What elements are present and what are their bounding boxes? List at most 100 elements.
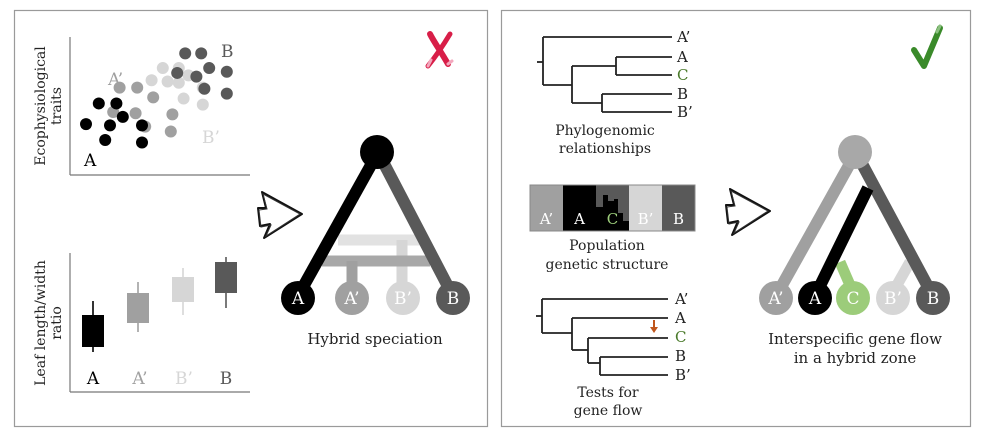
branch-A-prime xyxy=(770,157,858,299)
phylogenomic-tip-labels: A’ A C B B’ xyxy=(676,28,693,121)
gene-flow-caption-line1: Tests for xyxy=(577,385,639,401)
scatter-point-b xyxy=(203,62,216,75)
structure-label: A’ xyxy=(539,210,553,228)
tree2-tip-B: B xyxy=(675,347,686,365)
right-leaves: A’ A C B’ B xyxy=(759,281,950,315)
leaf-label: B xyxy=(927,289,940,309)
scatter-point-b xyxy=(195,47,208,60)
root-node xyxy=(838,135,872,169)
scatter-point-a-prime xyxy=(113,81,126,94)
structure-caption-line1: Population xyxy=(569,238,645,254)
scatter-point-a xyxy=(110,97,123,110)
scatter-label-A-prime: A’ xyxy=(107,70,123,90)
scatter-point-b-prime xyxy=(177,92,190,105)
leaf-node-a xyxy=(798,281,832,315)
leaf-label: A xyxy=(808,289,822,309)
hybrid-speciation-title: Hybrid speciation xyxy=(307,330,443,348)
scatter-point-a xyxy=(136,136,148,149)
boxplot-tick-B: B xyxy=(220,369,233,389)
gene-flow-diagram: A’ A C B’ B Interspecific gene flow in a hyb… xyxy=(759,135,950,367)
scatter-point-a-prime xyxy=(147,91,160,104)
branch-B xyxy=(854,157,939,299)
structure-label: C xyxy=(607,210,618,228)
phylogenomic-tree xyxy=(537,36,672,113)
scatter-point-b xyxy=(198,82,211,95)
leaf-node-c xyxy=(836,281,870,315)
scatter-point-b-prime xyxy=(145,74,158,87)
box-plot: Leaf length/width ratio A A’ B’ B xyxy=(33,253,250,393)
gene-flow-title-line1: Interspecific gene flow xyxy=(768,330,942,348)
branch-A xyxy=(292,153,382,299)
structure-border xyxy=(529,184,696,232)
scatter-point-a-prime xyxy=(166,108,179,121)
scatter-point-b-prime xyxy=(156,62,169,75)
leaf-node-a-prime xyxy=(759,281,793,315)
tree1-tip-B: B xyxy=(677,85,688,103)
boxplot-tick-A-prime: A’ xyxy=(131,369,147,389)
gene-flow-caption-line2: gene flow xyxy=(574,403,643,419)
boxplot-boxes xyxy=(82,257,237,352)
leaf-node-b xyxy=(916,281,950,315)
right-panel-border xyxy=(500,9,972,428)
tree1-tip-A: A xyxy=(676,48,688,66)
boxplot-ylabel-line1: Leaf length/width xyxy=(33,260,49,386)
phylogenomic-caption-line2: relationships xyxy=(559,141,651,157)
scatter-plot: Ecophysiological traits A A’ B’ B xyxy=(33,37,250,176)
scatter-point-a-prime xyxy=(129,107,142,120)
branch-B xyxy=(374,153,459,299)
leaf-label: B’ xyxy=(394,289,412,309)
boxplot-tick-B-prime: B’ xyxy=(175,369,193,389)
check-mark-icon xyxy=(911,24,943,69)
left-panel: Ecophysiological traits A A’ B’ B Leaf l… xyxy=(13,9,489,428)
boxplot-box xyxy=(215,262,237,293)
gene-flow-arrow-icon xyxy=(650,320,658,333)
leaf-label: C xyxy=(846,289,859,309)
scatter-points xyxy=(80,47,233,149)
structure-segment-b xyxy=(662,185,695,231)
tree1-tip-C: C xyxy=(677,66,688,84)
leaf-label: B’ xyxy=(884,289,902,309)
tree2-tip-C: C xyxy=(675,328,686,346)
leaf-label: A’ xyxy=(343,289,359,309)
scatter-point-a xyxy=(99,134,112,147)
admixture-profile xyxy=(596,195,629,231)
structure-label: A xyxy=(573,210,585,228)
tree2-tip-B-prime: B’ xyxy=(675,366,691,384)
scatter-label-A: A xyxy=(83,151,97,171)
boxplot-tick-A: A xyxy=(86,369,100,389)
scatter-point-a-prime xyxy=(164,125,177,138)
scatter-ylabel-line2: traits xyxy=(49,87,65,125)
gene-flow-title-line2: in a hybrid zone xyxy=(794,349,917,367)
scatter-point-b xyxy=(220,65,233,78)
leaf-label: B xyxy=(447,289,460,309)
scatter-label-B: B xyxy=(221,42,234,62)
leaf-label: A’ xyxy=(767,289,783,309)
right-panel: A’ A C B B’ Phylogenomic relationships A… xyxy=(500,9,972,428)
tree2-tip-A: A xyxy=(674,309,686,327)
phylogenomic-caption-line1: Phylogenomic xyxy=(555,123,655,139)
tree2-tip-A-prime: A’ xyxy=(674,290,688,308)
structure-segment-a-prime xyxy=(530,185,563,231)
root-node xyxy=(360,135,394,169)
gene-flow-test-tree xyxy=(536,298,668,376)
sketch-arrow-icon xyxy=(725,188,771,236)
gene-flow-tip-labels: A’ A C B B’ xyxy=(674,290,691,384)
scatter-point-a-prime xyxy=(131,81,144,94)
boxplot-box xyxy=(82,315,104,347)
scatter-point-a xyxy=(104,119,116,132)
cross-mark-icon xyxy=(425,31,454,69)
structure-label: B’ xyxy=(638,210,654,228)
scatter-point-a xyxy=(92,97,105,110)
branch-A xyxy=(809,185,874,299)
leaf-node-a-prime xyxy=(335,281,369,315)
tree1-tip-A-prime: A’ xyxy=(676,28,690,46)
scatter-ylabel-line1: Ecophysiological xyxy=(33,46,49,166)
tree1-tip-B-prime: B’ xyxy=(677,103,693,121)
scatter-point-b xyxy=(179,47,192,60)
leaf-node-b-prime xyxy=(876,281,910,315)
leaf-node-b xyxy=(436,281,470,315)
